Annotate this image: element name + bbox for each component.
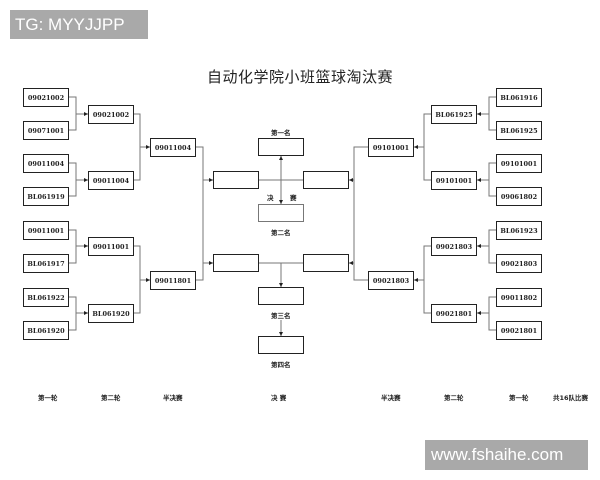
third-place-label: 第三名 bbox=[271, 312, 291, 320]
final-right-box bbox=[303, 171, 349, 189]
right-r1-team-1: BL061916 bbox=[496, 88, 542, 107]
right-r2-team-2: 09101001 bbox=[431, 171, 477, 190]
right-r1-team-2: BL061925 bbox=[496, 121, 542, 140]
right-sf-team-2: 09021803 bbox=[368, 271, 414, 290]
final-label-right: 赛 bbox=[290, 194, 297, 202]
watermark-top-left: TG: MYYJJPP bbox=[10, 10, 148, 39]
left-r1-team-8: BL061920 bbox=[23, 321, 69, 340]
left-r1-team-1: 09021002 bbox=[23, 88, 69, 107]
right-r1-team-3: 09101001 bbox=[496, 154, 542, 173]
left-r1-team-5: 09011001 bbox=[23, 221, 69, 240]
first-place-box bbox=[258, 138, 304, 156]
left-r2-team-3: 09011001 bbox=[88, 237, 134, 256]
third-place-box bbox=[258, 287, 304, 305]
right-sf-team-1: 09101001 bbox=[368, 138, 414, 157]
footer-label-left-round2: 第二轮 bbox=[101, 394, 121, 402]
footer-label-right-semifinal: 半决赛 bbox=[381, 394, 401, 402]
left-r2-team-2: 09011004 bbox=[88, 171, 134, 190]
left-r1-team-3: 09011004 bbox=[23, 154, 69, 173]
footer-label-final: 决 赛 bbox=[271, 394, 287, 402]
second-place-box bbox=[258, 204, 304, 222]
right-r1-team-6: 09021803 bbox=[496, 254, 542, 273]
bracket-title: 自动化学院小班篮球淘汰赛 bbox=[206, 68, 393, 86]
right-r2-team-3: 09021803 bbox=[431, 237, 477, 256]
left-r2-team-1: 09021002 bbox=[88, 105, 134, 124]
footer-label-right-round2: 第二轮 bbox=[444, 394, 464, 402]
right-r2-team-1: BL061925 bbox=[431, 105, 477, 124]
third-left-box bbox=[213, 254, 259, 272]
footer-label-left-round1: 第一轮 bbox=[38, 394, 58, 402]
left-r1-team-7: BL061922 bbox=[23, 288, 69, 307]
final-left-box bbox=[213, 171, 259, 189]
fourth-place-label: 第四名 bbox=[271, 361, 291, 369]
right-r1-team-5: BL061923 bbox=[496, 221, 542, 240]
first-place-label: 第一名 bbox=[271, 129, 291, 137]
right-r1-team-4: 09061802 bbox=[496, 187, 542, 206]
footer-label-left-semifinal: 半决赛 bbox=[163, 394, 183, 402]
left-r1-team-6: BL061917 bbox=[23, 254, 69, 273]
watermark-bottom-right: www.fshaihe.com bbox=[425, 440, 588, 470]
footer-label-right-round1: 第一轮 bbox=[509, 394, 529, 402]
left-sf-team-1: 09011004 bbox=[150, 138, 196, 157]
left-r1-team-2: 09071001 bbox=[23, 121, 69, 140]
right-r2-team-4: 09021801 bbox=[431, 304, 477, 323]
third-right-box bbox=[303, 254, 349, 272]
footer-label-team-count: 共16队比赛 bbox=[553, 394, 589, 402]
fourth-place-box bbox=[258, 336, 304, 354]
second-place-label: 第二名 bbox=[271, 229, 291, 237]
left-r1-team-4: BL061919 bbox=[23, 187, 69, 206]
final-label-left: 决 bbox=[267, 194, 274, 202]
right-r1-team-8: 09021801 bbox=[496, 321, 542, 340]
right-r1-team-7: 09011802 bbox=[496, 288, 542, 307]
left-r2-team-4: BL061920 bbox=[88, 304, 134, 323]
left-sf-team-2: 09011801 bbox=[150, 271, 196, 290]
